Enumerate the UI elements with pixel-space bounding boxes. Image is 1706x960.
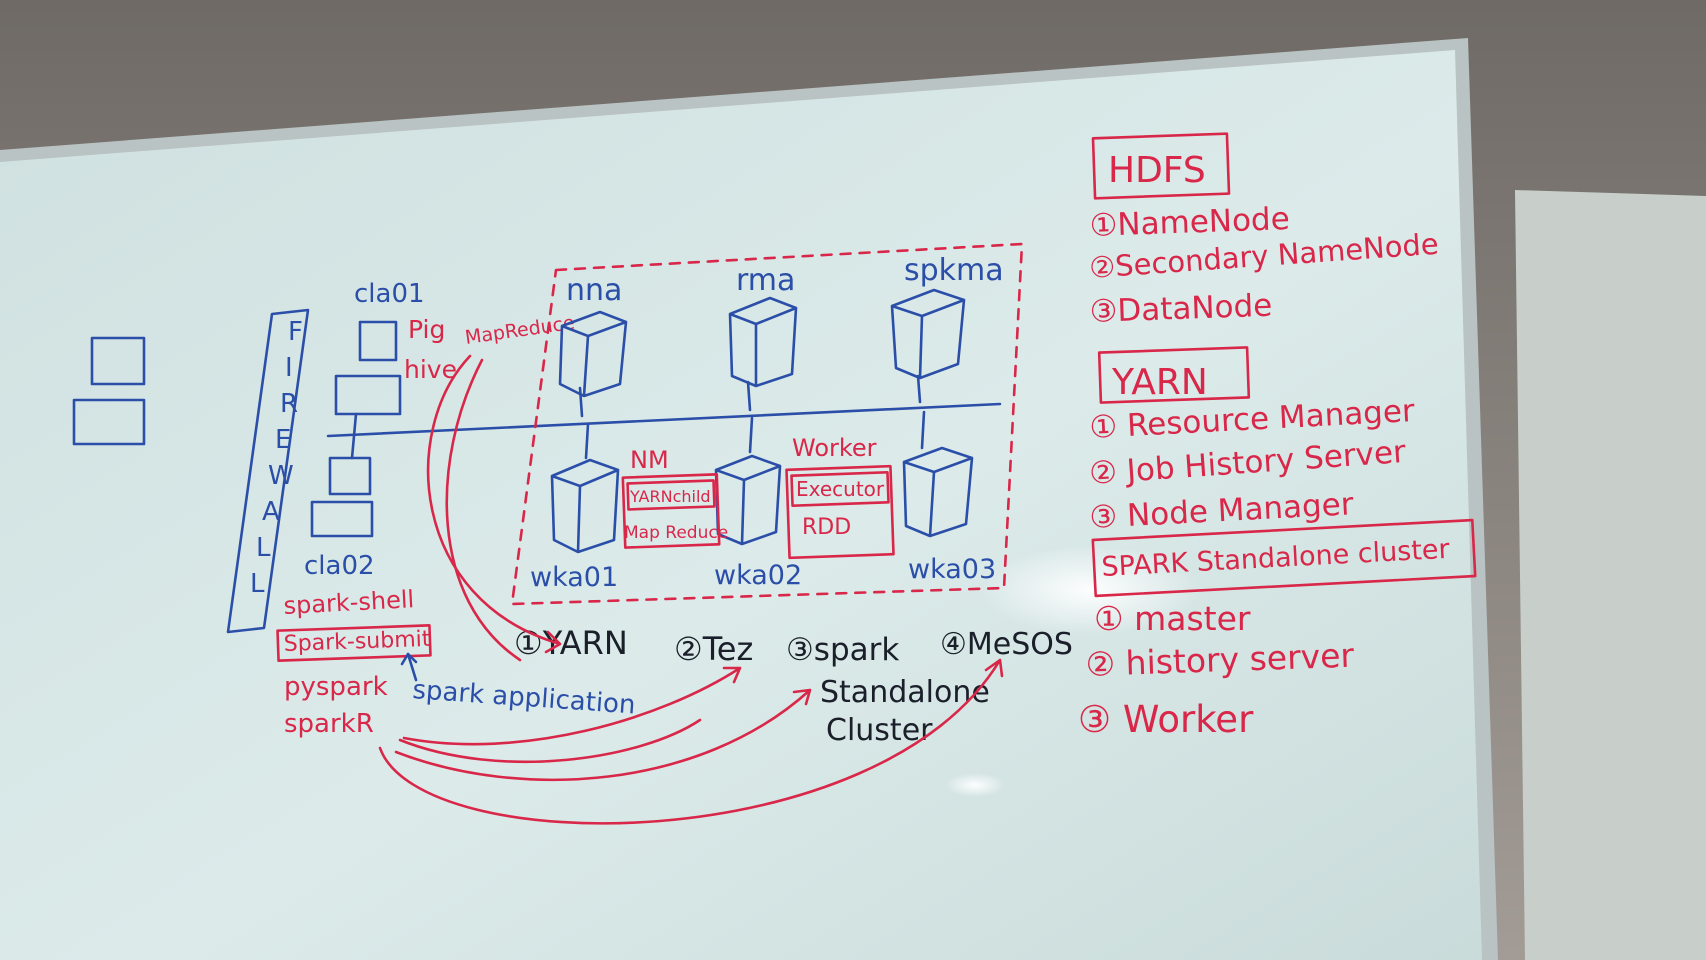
firewall-letter: I (285, 353, 293, 383)
yarn-option: ①YARN (514, 624, 628, 662)
sparkr-label: sparkR (284, 709, 374, 739)
spark-standalone-list: SPARK Standalone cluster ① master ② hist… (1078, 518, 1477, 741)
worker-servers: wka01 wka02 wka03 (530, 446, 996, 593)
client-machines: cla01 cla02 (304, 279, 425, 581)
spark-standalone-option-line1: ③spark (786, 632, 899, 668)
map-reduce-label: Map Reduce (624, 523, 728, 543)
worker-label-wka01: wka01 (530, 562, 618, 593)
hdfs-item: ①NameNode (1089, 201, 1290, 244)
light-glare (980, 545, 1200, 635)
firewall-letter: L (256, 533, 271, 563)
spark-commands: spark-shell Spark-submit pyspark sparkR (276, 585, 432, 739)
left-sketch-boxes (72, 336, 146, 446)
spark-submit-label: Spark-submit (283, 627, 431, 657)
worker-label-wka03: wka03 (908, 554, 996, 585)
executor-label: Executor (796, 477, 885, 501)
cluster-managers: ①YARN ②Tez ③spark Standalone Cluster ④Me… (514, 624, 1073, 748)
client-label-bottom: cla02 (304, 551, 375, 581)
firewall-letter: L (250, 569, 265, 599)
master-label-spkma: spkma (904, 253, 1004, 288)
master-label-nna: nna (566, 273, 622, 308)
submission-arrows (378, 354, 1004, 825)
hdfs-title: HDFS (1108, 150, 1206, 191)
spark-standalone-item: ③ Worker (1078, 698, 1254, 741)
firewall: F I R E W A L L (226, 308, 310, 634)
whiteboard-surface (0, 50, 1482, 960)
node-manager-box: NM YARNchild Map Reduce (621, 446, 728, 549)
network-bus (326, 374, 1002, 460)
mesos-option: ④MeSOS (940, 627, 1073, 662)
hive-label: hive (404, 355, 457, 384)
firewall-letter: W (268, 461, 294, 491)
spark-worker-box: Worker Executor RDD (785, 434, 895, 560)
light-glare-small (945, 773, 1005, 797)
cluster-boundary (510, 242, 1024, 606)
spark-application-arrow (400, 652, 418, 682)
yarnchild-label: YARNchild (629, 487, 711, 506)
firewall-letter: R (280, 389, 298, 419)
side-panel (1515, 190, 1706, 960)
spark-standalone-item: ② history server (1085, 636, 1355, 684)
spark-worker-label: Worker (792, 434, 877, 462)
nm-label: NM (630, 446, 669, 474)
firewall-letter: E (275, 425, 291, 455)
rdd-label: RDD (802, 515, 851, 540)
master-label-rma: rma (736, 263, 795, 298)
client-label-top: cla01 (354, 279, 425, 309)
hdfs-item: ③DataNode (1089, 288, 1273, 330)
worker-label-wka02: wka02 (714, 560, 802, 591)
spark-shell-label: spark-shell (283, 585, 415, 620)
tez-option: ②Tez (674, 630, 753, 668)
pig-label: Pig (408, 315, 445, 344)
firewall-letter: F (288, 317, 303, 347)
spark-standalone-item: ① master (1094, 599, 1251, 638)
firewall-letter: A (262, 497, 280, 527)
spark-standalone-option-line2: Standalone (820, 675, 990, 710)
yarn-title: YARN (1111, 362, 1208, 403)
spark-standalone-option-line3: Cluster (826, 713, 933, 748)
pyspark-label: pyspark (284, 672, 388, 702)
master-servers: nna rma spkma (558, 253, 1004, 398)
